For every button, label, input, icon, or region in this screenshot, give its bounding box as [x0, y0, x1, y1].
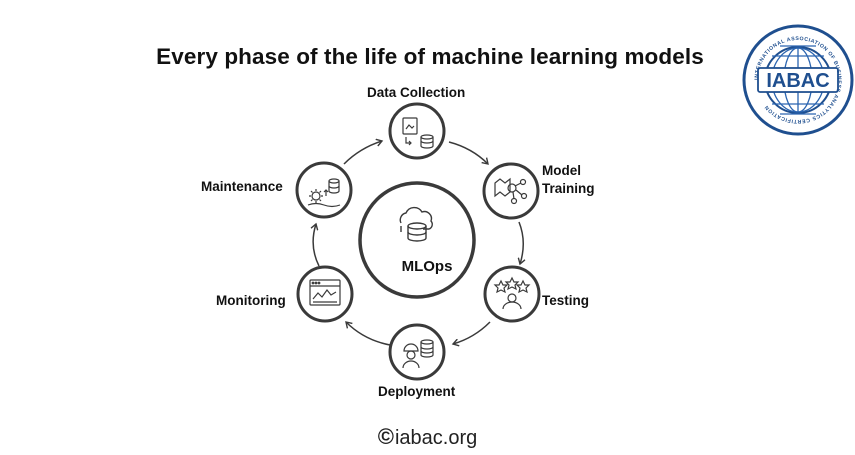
arrow-maintenance-to-collection — [343, 141, 382, 165]
label-model-training-line2: Training — [542, 181, 595, 196]
phase-deployment — [388, 323, 446, 381]
mlops-label: MLOps — [401, 258, 453, 275]
arrow-deployment-to-monitoring — [346, 322, 391, 346]
arrow-monitoring-to-maintenance — [313, 224, 320, 267]
database-cloud-icon — [399, 206, 433, 242]
testing-icon — [493, 276, 531, 310]
arrow-collection-to-training — [448, 141, 488, 164]
page-title: Every phase of the life of machine learn… — [156, 44, 704, 69]
phase-monitoring — [296, 265, 354, 323]
copyright-footer: ©iabac.org — [0, 424, 855, 450]
label-monitoring: Monitoring — [216, 293, 286, 308]
mlops-center — [358, 181, 476, 299]
model-training-icon — [494, 177, 528, 205]
data-collection-icon — [402, 117, 434, 149]
label-model-training: Model Training — [542, 162, 595, 198]
label-model-training-line1: Model — [542, 163, 581, 178]
monitoring-icon — [309, 279, 341, 306]
iabac-logo: IABAC INTERNATIONAL ASSOCIATION OF BUSIN… — [742, 24, 854, 136]
logo-wordmark: IABAC — [766, 70, 829, 92]
arrow-testing-to-deployment — [453, 321, 491, 344]
phase-model-training — [482, 162, 540, 220]
footer-site: iabac.org — [394, 427, 478, 449]
maintenance-icon — [307, 178, 341, 208]
label-maintenance: Maintenance — [201, 179, 283, 194]
phase-maintenance — [295, 161, 353, 219]
cycle-arrows — [313, 141, 523, 345]
arrow-training-to-testing — [519, 221, 523, 264]
phase-testing — [483, 265, 541, 323]
label-deployment: Deployment — [378, 384, 456, 399]
label-data-collection: Data Collection — [367, 85, 466, 100]
deployment-icon — [402, 339, 434, 369]
copyright-symbol: © — [377, 424, 394, 449]
label-testing: Testing — [542, 293, 589, 308]
phase-data-collection — [388, 102, 446, 160]
